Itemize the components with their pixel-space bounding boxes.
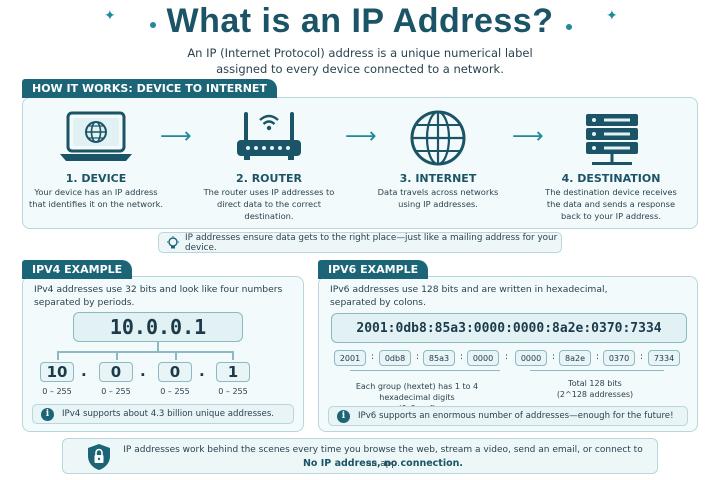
ipv6-hextet: 8a2e bbox=[559, 350, 591, 366]
globe-icon bbox=[408, 108, 468, 168]
footer-tagline: No IP address, no connection. bbox=[302, 458, 463, 469]
ipv6-hextet: 0000 bbox=[515, 350, 547, 366]
ipv6-hextet: 0000 bbox=[467, 350, 499, 366]
arrow-right-icon: ⟶ bbox=[345, 124, 377, 149]
sparkle-icon: ✦ bbox=[104, 8, 116, 24]
octet-range: 0 – 255 bbox=[218, 387, 248, 396]
step-destination-title: 4. DESTINATION bbox=[561, 172, 661, 185]
sparkle-icon: ✦ bbox=[606, 8, 618, 24]
hextet-separator: : bbox=[552, 352, 556, 362]
octet-separator: . bbox=[199, 362, 205, 380]
connector-line bbox=[57, 351, 233, 353]
page-title: What is an IP Address? bbox=[166, 2, 554, 40]
hextet-separator: : bbox=[416, 352, 420, 362]
ipv6-hextet: 85a3 bbox=[423, 350, 455, 366]
info-icon: i bbox=[337, 409, 350, 423]
bracket-line bbox=[530, 370, 664, 371]
page-subtitle: An IP (Internet Protocol) address is a u… bbox=[187, 46, 533, 76]
ipv6-hextet: 2001 bbox=[334, 350, 366, 366]
dot-decoration bbox=[150, 22, 156, 28]
server-icon bbox=[582, 112, 642, 170]
step-internet-title: 3. INTERNET bbox=[399, 172, 477, 185]
lightbulb-icon bbox=[166, 235, 180, 249]
ipv6-info-box: i IPv6 supports an enormous number of ad… bbox=[328, 406, 688, 426]
hextet-separator: : bbox=[371, 352, 375, 362]
step-destination-desc: The destination device receives the data… bbox=[545, 187, 677, 221]
laptop-globe-icon bbox=[58, 110, 134, 166]
shield-lock-icon bbox=[86, 443, 112, 471]
ipv4-tab: IPV4 EXAMPLE bbox=[22, 260, 133, 279]
arrow-right-icon: ⟶ bbox=[160, 124, 192, 149]
connector-line bbox=[157, 342, 159, 352]
ipv4-octet: 0 bbox=[99, 362, 133, 382]
step-router-desc: The router uses IP addresses to direct d… bbox=[203, 187, 335, 221]
octet-separator: . bbox=[81, 362, 87, 380]
ipv6-hextet: 0370 bbox=[603, 350, 635, 366]
step-router-title: 2. ROUTER bbox=[236, 172, 302, 185]
ipv6-description: IPv6 addresses use 128 bits and are writ… bbox=[330, 284, 608, 308]
hextet-separator: : bbox=[596, 352, 600, 362]
ipv4-octet: 1 bbox=[216, 362, 250, 382]
step-device-title: 1. DEVICE bbox=[65, 172, 127, 185]
ipv6-address-box: 2001:0db8:85a3:0000:0000:8a2e:0370:7334 bbox=[331, 313, 687, 343]
ipv4-address-box: 10.0.0.1 bbox=[73, 312, 243, 342]
how-it-works-panel bbox=[22, 97, 698, 229]
ipv4-description: IPv4 addresses use 32 bits and look like… bbox=[34, 284, 283, 308]
ipv4-octet: 10 bbox=[40, 362, 74, 382]
hextet-separator: : bbox=[460, 352, 464, 362]
octet-range: 0 – 255 bbox=[160, 387, 190, 396]
hextet-separator: : bbox=[505, 352, 509, 362]
step-internet-desc: Data travels across networks using IP ad… bbox=[377, 187, 499, 209]
connector-line bbox=[116, 351, 118, 360]
router-icon bbox=[234, 108, 304, 166]
connector-line bbox=[175, 351, 177, 360]
ipv4-octet: 0 bbox=[158, 362, 192, 382]
octet-separator: . bbox=[140, 362, 146, 380]
dot-decoration bbox=[566, 24, 572, 30]
connector-line bbox=[57, 351, 59, 360]
ipv6-tab: IPV6 EXAMPLE bbox=[318, 260, 429, 279]
ipv6-hextet: 7334 bbox=[648, 350, 680, 366]
octet-range: 0 – 255 bbox=[101, 387, 131, 396]
hextet-separator: : bbox=[640, 352, 644, 362]
total-bits-note: Total 128 bits (2^128 addresses) bbox=[556, 379, 634, 399]
footer-text: IP addresses work behind the scenes ever… bbox=[123, 445, 643, 469]
footer-box bbox=[62, 438, 658, 474]
ipv6-hextet: 0db8 bbox=[379, 350, 411, 366]
arrow-right-icon: ⟶ bbox=[512, 124, 544, 149]
bracket-line bbox=[350, 370, 500, 371]
step-device-desc: Your device has an IP address that ident… bbox=[28, 187, 164, 209]
ipv4-info-box: i IPv4 supports about 4.3 billion unique… bbox=[32, 404, 294, 424]
connector-line bbox=[232, 351, 234, 360]
mailing-address-banner: IP addresses ensure data gets to the rig… bbox=[158, 232, 562, 253]
info-icon: i bbox=[41, 407, 54, 421]
octet-range: 0 – 255 bbox=[42, 387, 72, 396]
how-it-works-tab: HOW IT WORKS: DEVICE TO INTERNET bbox=[22, 79, 277, 98]
